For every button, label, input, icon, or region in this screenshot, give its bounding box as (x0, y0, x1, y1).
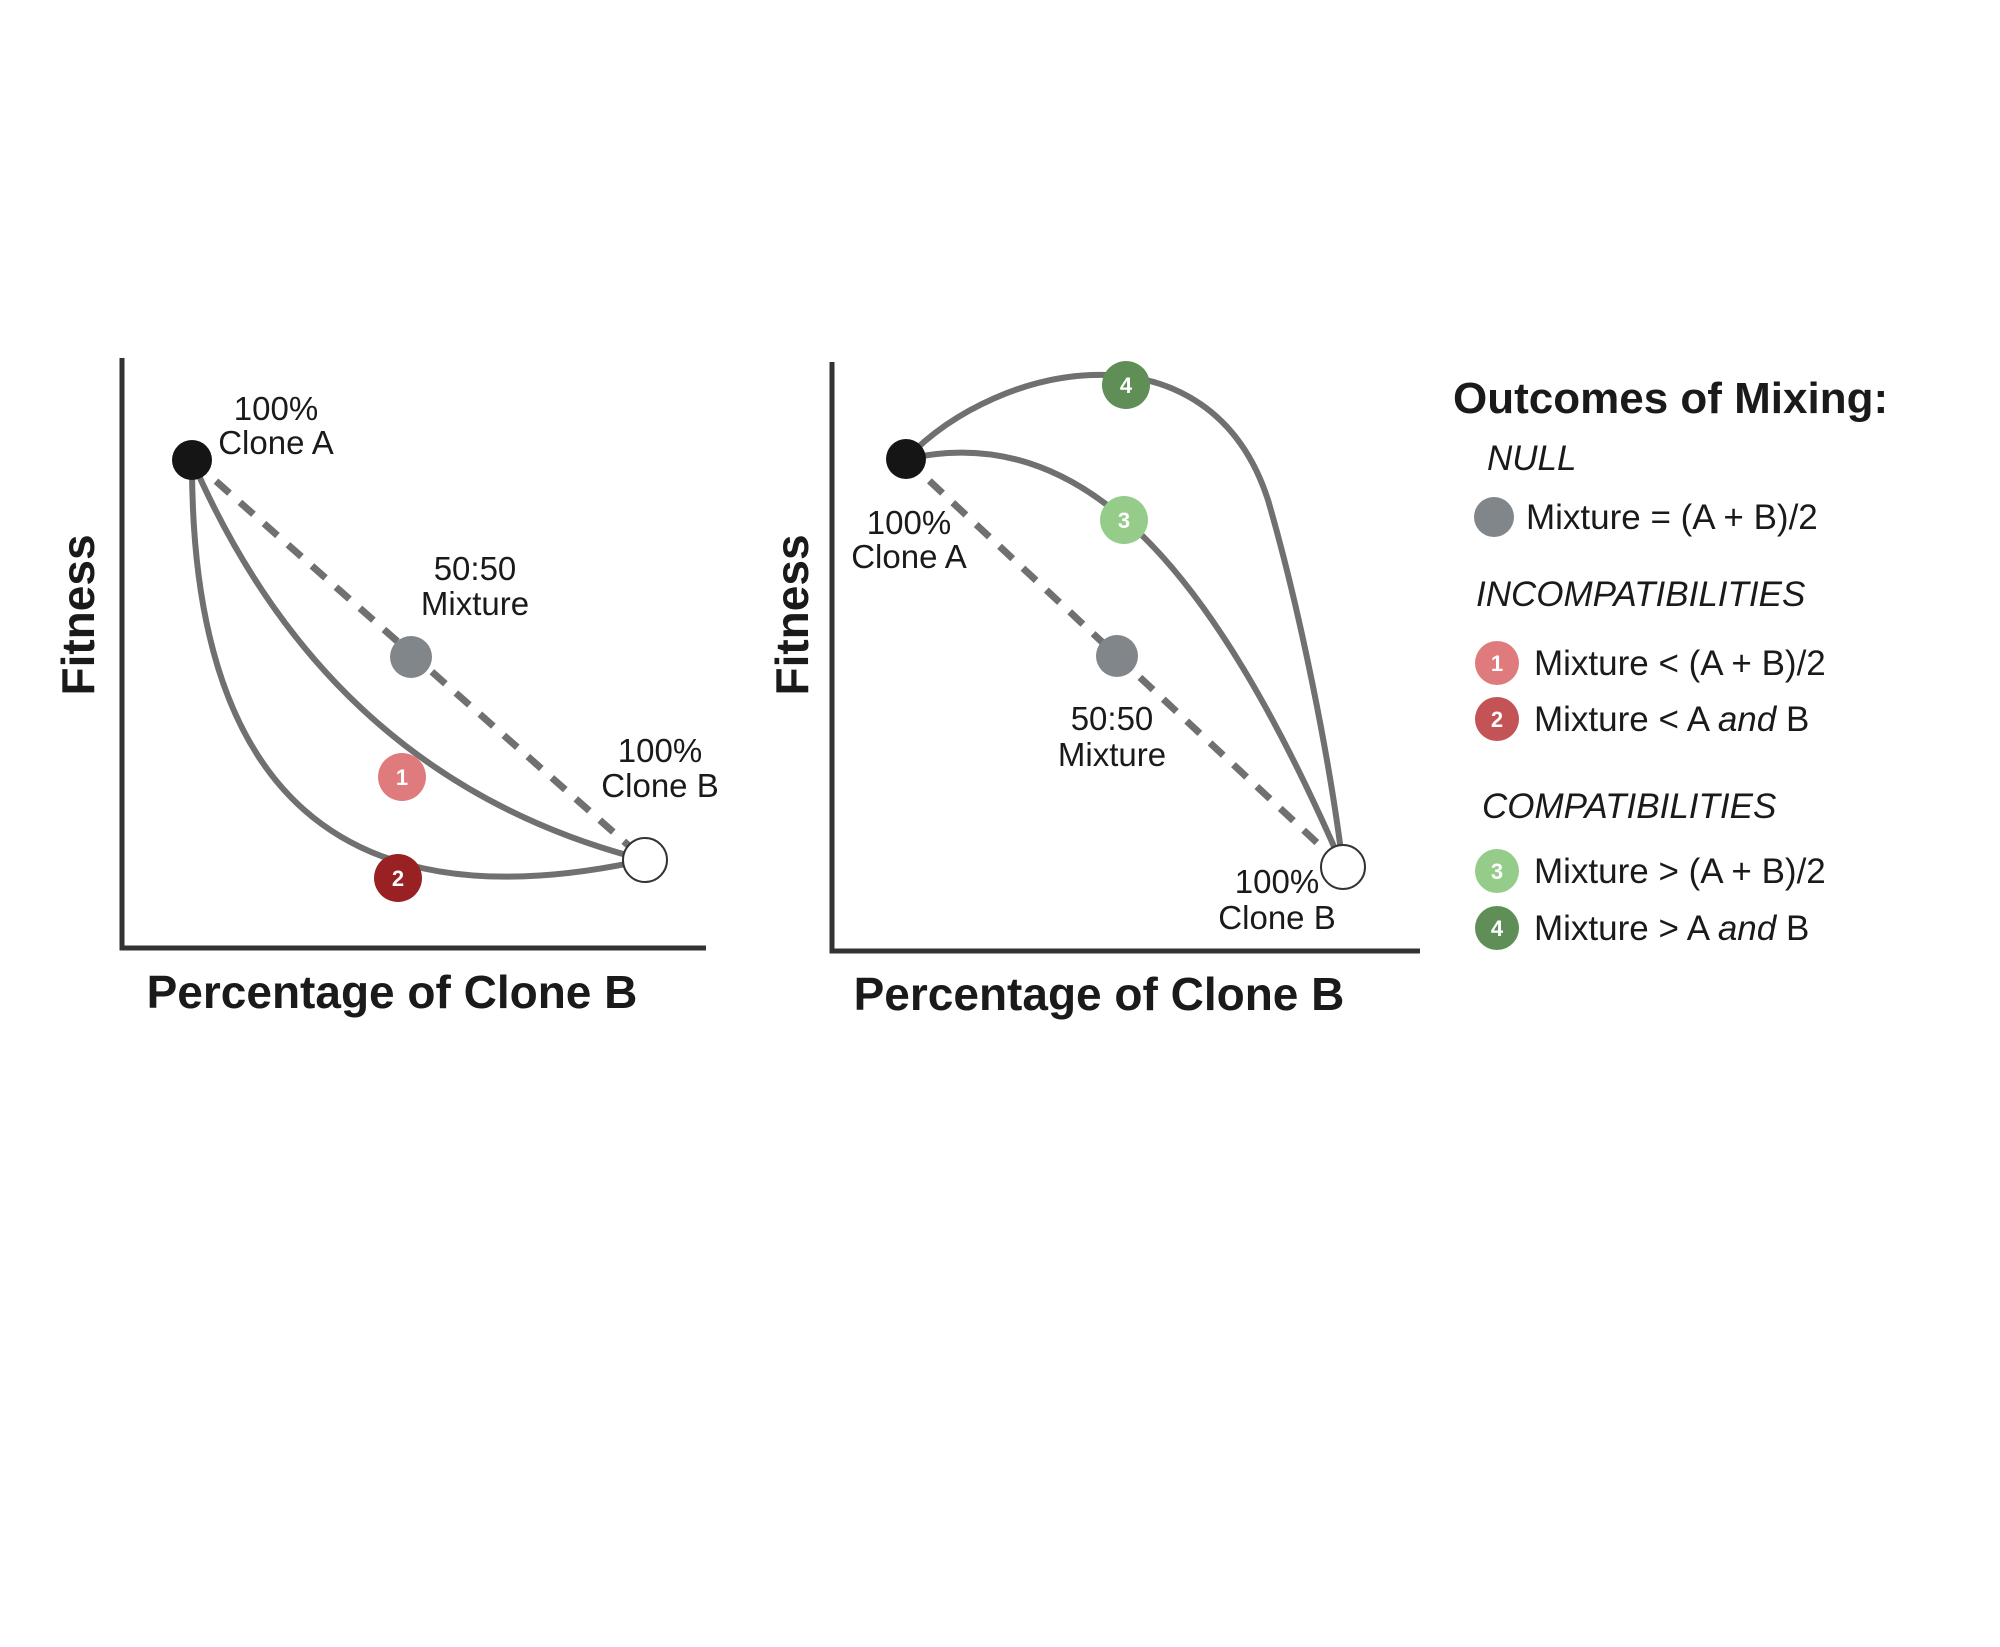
left-clone-b-point (622, 837, 668, 883)
legend-item-3: 3 Mixture > (A + B)/2 (1475, 849, 1826, 893)
right-clone-a-point (886, 439, 926, 479)
left-mixture-label-line2: Mixture (421, 585, 529, 622)
badge-1-number: 1 (396, 765, 408, 790)
left-y-axis-label: Fitness (52, 534, 104, 695)
legend-badge-3-number: 3 (1491, 859, 1503, 884)
legend-badge-4 (1475, 906, 1519, 950)
right-y-axis-label: Fitness (766, 534, 818, 695)
legend-title: Outcomes of Mixing: (1453, 374, 1888, 423)
right-clone-a-label-line2: Clone A (851, 538, 967, 575)
legend-item-2-text: Mixture < A and B (1534, 700, 1809, 739)
left-clone-a-label-line2: Clone A (218, 424, 334, 461)
legend-item-2-post: B (1776, 700, 1809, 739)
left-x-axis-label: Percentage of Clone B (147, 966, 638, 1018)
legend-item-2-italic: and (1718, 700, 1778, 739)
legend-null-swatch (1474, 497, 1514, 537)
badge-4-circle (1102, 361, 1150, 409)
legend-item-4: 4 Mixture > A and B (1475, 906, 1809, 950)
legend: Outcomes of Mixing: NULL Mixture = (A + … (1453, 374, 1888, 950)
legend-item-2: 2 Mixture < A and B (1475, 697, 1809, 741)
left-clone-a-label-line1: 100% (234, 390, 318, 427)
right-curve-4 (903, 371, 1346, 868)
right-mixture-label-line2: Mixture (1058, 736, 1166, 773)
left-clone-b-label-line1: 100% (618, 732, 702, 769)
right-mixture-point (1096, 635, 1138, 677)
left-mixture-point (390, 636, 432, 678)
left-axes (119, 358, 706, 951)
badge-2-number: 2 (392, 866, 404, 891)
legend-badge-2 (1475, 697, 1519, 741)
legend-item-4-text: Mixture > A and B (1534, 909, 1809, 948)
right-clone-a-label-line1: 100% (867, 504, 951, 541)
left-clone-b-label-line2: Clone B (601, 767, 718, 804)
legend-item-1-text: Mixture < (A + B)/2 (1534, 644, 1826, 683)
legend-compat-heading: COMPATIBILITIES (1482, 787, 1776, 826)
left-badge-2: 2 (374, 854, 422, 902)
legend-badge-3 (1475, 849, 1519, 893)
right-clone-b-label-line1: 100% (1235, 863, 1319, 900)
legend-badge-4-number: 4 (1491, 916, 1504, 941)
legend-item-4-post: B (1776, 909, 1809, 948)
left-badge-1: 1 (378, 753, 426, 801)
legend-item-1: 1 Mixture < (A + B)/2 (1475, 641, 1826, 685)
legend-item-2-pre: Mixture < A (1534, 700, 1718, 739)
legend-item-4-italic: and (1718, 909, 1778, 948)
legend-item-4-pre: Mixture > A (1534, 909, 1718, 948)
panel-left: Fitness Percentage of Clone B 1 2 100% C… (52, 358, 719, 1018)
legend-item-3-text: Mixture > (A + B)/2 (1534, 852, 1826, 891)
panel-right: Fitness Percentage of Clone B 3 4 100% C… (766, 361, 1420, 1020)
legend-incompat-heading: INCOMPATIBILITIES (1476, 575, 1805, 614)
right-x-axis-label: Percentage of Clone B (854, 968, 1345, 1020)
badge-3-number: 3 (1118, 508, 1130, 533)
right-badge-3: 3 (1100, 496, 1148, 544)
left-mixture-label-line1: 50:50 (434, 550, 517, 587)
badge-1-circle (378, 753, 426, 801)
badge-3-circle (1100, 496, 1148, 544)
right-badge-4: 4 (1102, 361, 1150, 409)
legend-badge-1 (1475, 641, 1519, 685)
legend-badge-2-number: 2 (1491, 707, 1503, 732)
legend-badge-1-number: 1 (1491, 651, 1503, 676)
right-axes (829, 362, 1420, 954)
right-mixture-label-line1: 50:50 (1071, 700, 1154, 737)
right-clone-b-point (1320, 844, 1366, 890)
badge-2-circle (374, 854, 422, 902)
badge-4-number: 4 (1120, 373, 1133, 398)
legend-null-heading: NULL (1487, 439, 1576, 478)
legend-null-text: Mixture = (A + B)/2 (1526, 498, 1818, 537)
right-clone-b-label-line2: Clone B (1218, 899, 1335, 936)
left-curve-2 (188, 459, 646, 880)
left-clone-a-point (172, 440, 212, 480)
left-curve-1 (189, 458, 646, 863)
